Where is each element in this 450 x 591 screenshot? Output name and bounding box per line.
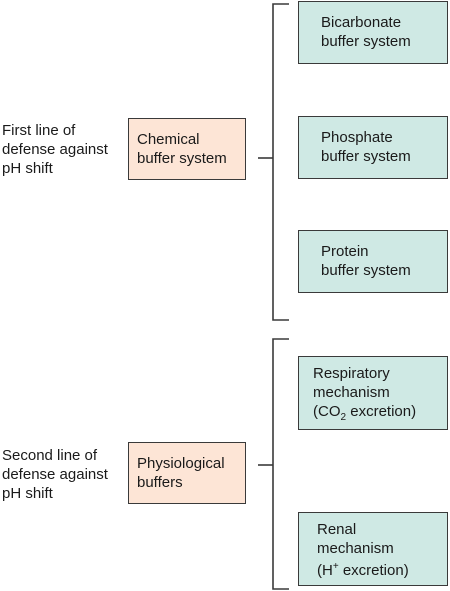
respiratory-formula: (CO2 excretion) xyxy=(313,402,417,423)
renal-label-line-2: mechanism xyxy=(317,540,394,557)
respiratory-label-line-2: mechanism xyxy=(313,384,390,401)
chemical-buffer-label-line-1: Chemical xyxy=(137,131,200,148)
physiological-buffers-box: Physiological buffers xyxy=(128,442,246,504)
renal-formula-superscript: + xyxy=(332,561,339,572)
second-line-label: Second line of defense against pH shift xyxy=(2,446,108,503)
second-line-label-line-3: pH shift xyxy=(2,485,53,502)
phosphate-label-line-2: buffer system xyxy=(321,148,411,165)
respiratory-formula-close: excretion) xyxy=(346,403,417,420)
phosphate-buffer-box: Phosphate buffer system xyxy=(298,116,448,179)
first-line-label: First line of defense against pH shift xyxy=(2,121,108,178)
second-line-label-line-2: defense against xyxy=(2,466,108,483)
protein-buffer-box: Protein buffer system xyxy=(298,230,448,293)
first-line-label-line-3: pH shift xyxy=(2,160,53,177)
chemical-buffer-box: Chemical buffer system xyxy=(128,118,246,180)
protein-label-line-1: Protein xyxy=(321,243,369,260)
renal-formula-close: excretion) xyxy=(338,562,409,579)
bracket-chemical xyxy=(272,3,289,321)
bracket-physiological xyxy=(272,338,289,590)
physiological-label-line-1: Physiological xyxy=(137,455,225,472)
chemical-buffer-label-line-2: buffer system xyxy=(137,150,227,167)
renal-formula-open: (H xyxy=(317,562,333,579)
bicarbonate-buffer-box: Bicarbonate buffer system xyxy=(298,1,448,64)
renal-mechanism-box: Renal mechanism (H+ excretion) xyxy=(298,512,448,586)
renal-formula: (H+ excretion) xyxy=(317,561,409,580)
renal-label-line-1: Renal xyxy=(317,521,357,538)
respiratory-label-line-1: Respiratory xyxy=(313,365,390,382)
first-line-label-line-1: First line of xyxy=(2,122,76,139)
second-line-label-line-1: Second line of xyxy=(2,447,98,464)
phosphate-label-line-1: Phosphate xyxy=(321,129,393,146)
respiratory-mechanism-box: Respiratory mechanism (CO2 excretion) xyxy=(298,356,448,430)
bicarbonate-label-line-1: Bicarbonate xyxy=(321,14,402,31)
bicarbonate-label-line-2: buffer system xyxy=(321,33,411,50)
physiological-label-line-2: buffers xyxy=(137,474,183,491)
first-line-label-line-2: defense against xyxy=(2,141,108,158)
respiratory-formula-open: (CO xyxy=(313,403,341,420)
protein-label-line-2: buffer system xyxy=(321,262,411,279)
respiratory-formula-subscript: 2 xyxy=(340,412,347,423)
